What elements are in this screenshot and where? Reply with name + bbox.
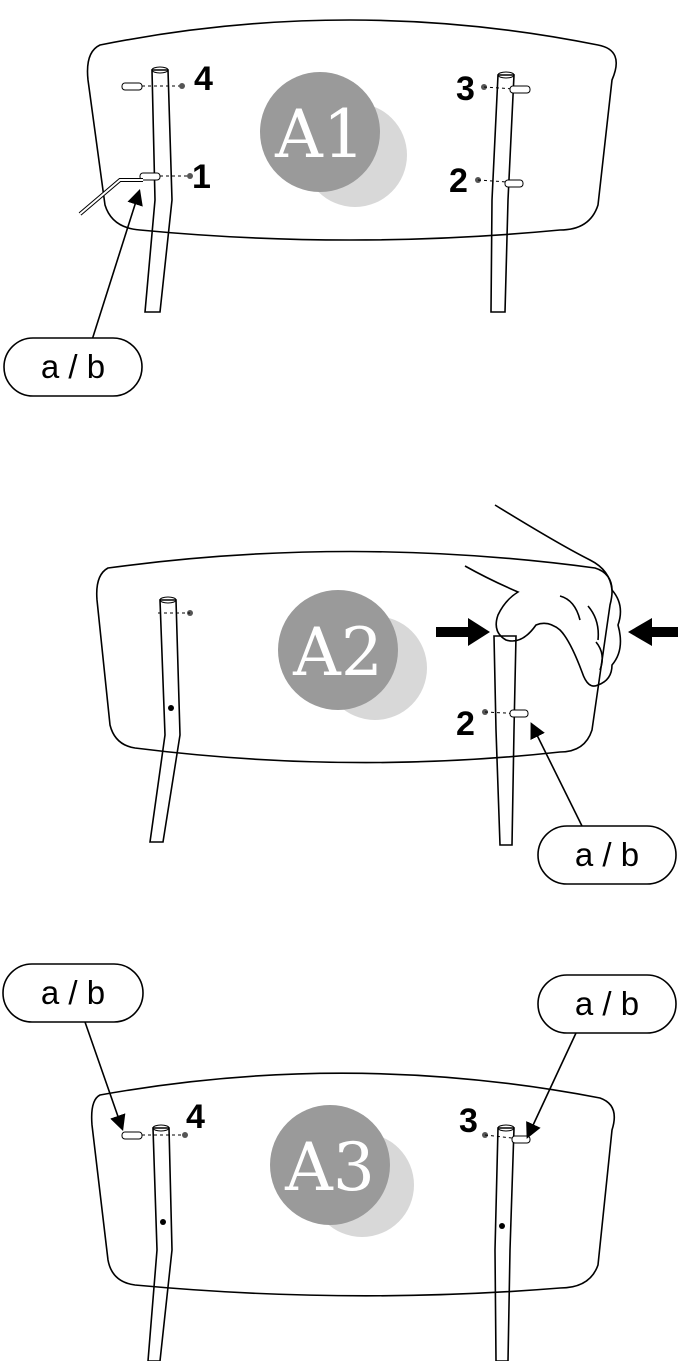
step-badge-label: A1 [274,96,365,173]
step-badge-label: A2 [292,614,383,691]
callout-label: a / b [41,974,105,1011]
callout-label: a / b [575,836,639,873]
bolt-4 [121,1131,188,1140]
right-leg [493,635,517,846]
squeeze-arrow-right-icon [628,618,678,646]
step-badge-circle [278,590,398,710]
step-badge-circle [270,1105,390,1225]
bolt-3 [481,84,531,94]
right-leg [490,74,515,313]
left-leg [144,69,173,313]
number-label: 2 [456,705,475,743]
step-badge-circle [260,72,380,192]
callout-bubble [537,974,677,1034]
bolt-2 [482,709,529,718]
step-badge-label: A3 [284,1129,375,1206]
left-leg [147,1127,173,1361]
callout-bubble [3,337,143,397]
callout-bubble [537,825,677,885]
number-label: 3 [456,70,475,108]
backrest-board [95,550,613,764]
backrest-board [90,1072,616,1297]
left-leg [149,599,181,843]
callout-label: a / b [575,985,639,1022]
number-label: 4 [186,1098,205,1136]
right-leg [494,1127,515,1361]
number-label: 4 [194,60,213,98]
number-label: 3 [459,1102,478,1140]
bolt-4 [121,82,185,91]
callout-bubble [2,963,144,1023]
step-a1-panel: A1 4 1 3 [3,19,617,397]
callout-label: a / b [41,348,105,385]
step-a3-panel: A3 4 3 a / b a / b [2,963,677,1361]
hand-illustration [464,504,622,687]
bolt-2 [475,177,524,188]
step-a2-panel: A2 2 [95,504,678,885]
backrest-board [86,19,617,241]
number-label: 1 [192,158,211,196]
squeeze-arrow-left-icon [436,618,490,646]
bolt-3 [482,1132,531,1144]
bolt-1 [139,172,193,181]
number-label: 2 [449,162,468,200]
